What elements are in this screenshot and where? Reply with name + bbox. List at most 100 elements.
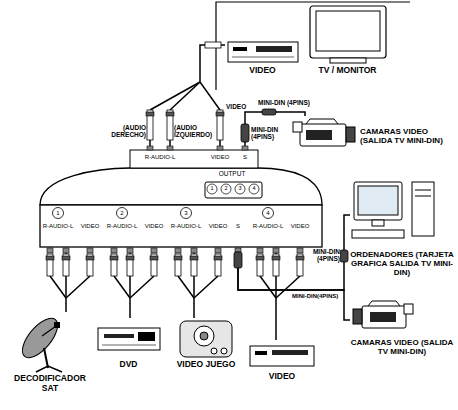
- switch-outline: [249, 184, 259, 194]
- satellite-dish-illustration: [16, 313, 64, 364]
- output-label: OUTPUT: [219, 171, 246, 178]
- cable-plugs: [214, 256, 222, 260]
- device-box: TV / MONITOR: [305, 4, 390, 76]
- switch-outline: [221, 184, 231, 194]
- av-cable: [245, 112, 305, 146]
- cable-plugs: [86, 256, 94, 260]
- camera-bottom-illustration: [370, 312, 396, 322]
- vcr-top-illustration: [233, 47, 247, 51]
- cable-plugs: [147, 110, 153, 140]
- tv-monitor-illustration: [310, 6, 386, 63]
- selector-number: 2: [224, 186, 227, 192]
- selector-number: 4: [252, 186, 255, 192]
- dvd-illustration: [138, 332, 155, 341]
- cable-plugs: [146, 112, 154, 116]
- port-label: R-AUDIO-L: [253, 223, 284, 229]
- switch-outline: [40, 146, 322, 248]
- port-label: VIDEO: [291, 223, 310, 229]
- switch-outline: [130, 150, 258, 168]
- cable-plugs: [216, 112, 224, 116]
- cable-plugs: [262, 109, 276, 115]
- cable-plugs: [174, 256, 182, 260]
- port-label: R-AUDIO-L: [107, 223, 138, 229]
- camera-bottom-illustration: [368, 301, 400, 306]
- camera-bottom-illustration: [404, 304, 413, 314]
- av-cable: [238, 215, 350, 290]
- dvd-illustration: [104, 334, 134, 338]
- cable-plugs: [111, 254, 117, 276]
- device-box: CAMARAS VIDEO (SALIDA TV MINI-DIN): [350, 298, 454, 356]
- cable-plugs: [167, 110, 173, 140]
- satellite-dish-illustration: [36, 366, 62, 372]
- computer-illustration: [354, 182, 402, 220]
- cable-wires: [260, 276, 276, 298]
- device-box: DECODIFICADOR SAT: [10, 312, 90, 394]
- switch-outline: [147, 146, 153, 150]
- device-box: CAMARAS VIDEO (SALIDA TV MINI-DIN): [290, 116, 458, 156]
- equipment-frame: [216, 2, 410, 90]
- vcr-top-illustration: [232, 57, 294, 58]
- cable-plugs: [127, 254, 133, 276]
- port-label: S: [236, 223, 240, 229]
- cable-plugs: [63, 248, 69, 253]
- cable-plugs: [191, 248, 197, 253]
- dvd-illustration: [98, 328, 160, 350]
- device-label: CAMARAS VIDEO (SALIDA TV MINI-DIN): [350, 338, 454, 356]
- port-label: R-AUDIO-L: [171, 223, 202, 229]
- cable-plugs: [151, 254, 157, 276]
- switch-box: R-AUDIO-LVIDEOSOUTPUT12341R-AUDIO-LVIDEO…: [40, 146, 322, 248]
- camera-top-illustration: [306, 130, 332, 140]
- cable-plugs: [151, 248, 157, 253]
- illustration-spacer: [290, 116, 356, 156]
- vcr-top-illustration: [228, 42, 298, 62]
- cable-plugs: [175, 254, 181, 276]
- vcr-top-illustration: [228, 42, 298, 62]
- cable-plugs: [235, 248, 241, 252]
- vcr-bottom-illustration: [250, 346, 314, 366]
- cable-plugs: [241, 124, 249, 142]
- switch-outline: [263, 208, 274, 219]
- computer-illustration: [415, 190, 431, 191]
- port-label: VIDEO: [211, 154, 230, 160]
- computer-illustration: [352, 230, 404, 238]
- cable-wires: [178, 276, 194, 298]
- port-label: S: [243, 154, 247, 160]
- vcr-bottom-illustration: [272, 350, 308, 355]
- camera-bottom-illustration: [353, 301, 413, 328]
- cable-plugs: [110, 256, 118, 260]
- cable-plugs: [257, 254, 263, 276]
- cable-wires: [170, 82, 200, 110]
- tv-monitor-illustration: [316, 11, 380, 51]
- cable-plugs: [87, 248, 93, 253]
- computer-illustration: [358, 186, 398, 215]
- dvd-illustration: [102, 345, 156, 346]
- port-label: VIDEO: [145, 223, 164, 229]
- computer-illustration: [412, 182, 434, 236]
- switch-outline: [167, 146, 173, 150]
- camera-bottom-illustration: [362, 306, 406, 328]
- vcr-bottom-illustration: [250, 346, 314, 366]
- port-label: R-AUDIO-L: [145, 154, 176, 160]
- game-console-illustration: [211, 348, 217, 354]
- device-label: VIDEO: [246, 372, 318, 382]
- device-label: DECODIFICADOR SAT: [10, 374, 90, 394]
- cable-plugs: [205, 42, 221, 48]
- camera-bottom-illustration: [353, 309, 362, 324]
- cable-plugs: [126, 256, 134, 260]
- cable-plugs: [111, 248, 117, 253]
- computer-illustration: [372, 220, 384, 226]
- cable-plugs: [127, 248, 133, 253]
- input-number: 2: [120, 210, 123, 216]
- selector-number: 3: [238, 186, 241, 192]
- device-label: VIDEO JUEGO: [172, 360, 240, 370]
- cable-wires: [150, 82, 200, 110]
- cable-label: (AUDIO DERECHO): [104, 124, 146, 139]
- switch-outline: [242, 146, 248, 150]
- cable-plugs: [297, 248, 303, 253]
- vcr-top-illustration: [256, 46, 292, 52]
- port-label: R-AUDIO-L: [43, 223, 74, 229]
- cable-plugs: [87, 254, 93, 276]
- switch-outline: [181, 208, 192, 219]
- computer-illustration: [415, 196, 431, 197]
- game-console-illustration: [180, 321, 232, 357]
